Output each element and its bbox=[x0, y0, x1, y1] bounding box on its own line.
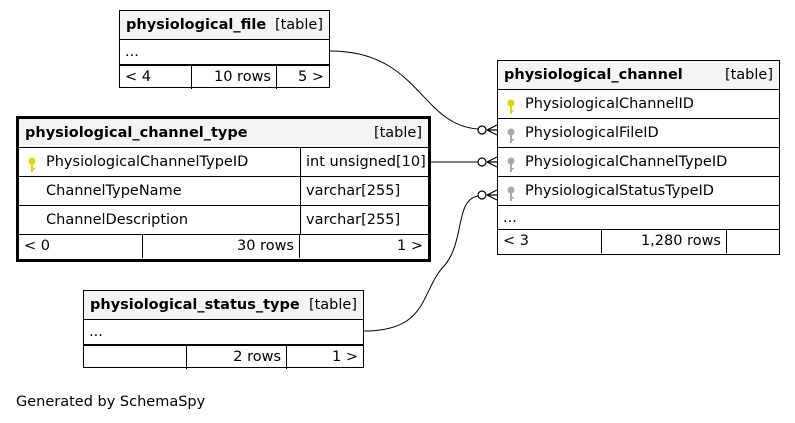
table-row: PhysiologicalChannelTypeID int unsigned[… bbox=[19, 148, 428, 177]
row-count: 2 rows bbox=[187, 346, 287, 369]
table-name: physiological_channel_type bbox=[25, 125, 248, 141]
table-physiological-status-type[interactable]: physiological_status_type [table] ... 2 … bbox=[83, 290, 364, 369]
table-tag: [table] bbox=[308, 297, 357, 313]
crowfoot-status bbox=[477, 189, 498, 201]
table-physiological-file[interactable]: physiological_file [table] ... < 4 10 ro… bbox=[119, 10, 330, 89]
primary-key-icon bbox=[27, 155, 37, 172]
relation-status-to-channel bbox=[363, 195, 479, 332]
next-link[interactable]: 1 > bbox=[332, 349, 358, 365]
table-footer: < 3 1,280 rows bbox=[498, 230, 779, 253]
prev-link[interactable]: < 4 bbox=[120, 66, 192, 89]
column-type: varchar[255] bbox=[300, 206, 428, 234]
table-row: ... bbox=[120, 40, 329, 65]
relation-file-to-channel bbox=[329, 50, 479, 130]
table-row: PhysiologicalStatusTypeID bbox=[498, 177, 779, 206]
primary-key-icon bbox=[506, 97, 516, 114]
table-row: ChannelDescription varchar[255] bbox=[19, 206, 428, 235]
next-link[interactable] bbox=[727, 230, 779, 253]
column-name: PhysiologicalFileID bbox=[525, 125, 659, 141]
prev-link[interactable]: < 3 bbox=[498, 230, 602, 253]
column-name: ChannelDescription bbox=[46, 212, 189, 228]
row-count: 30 rows bbox=[143, 235, 300, 258]
table-tag: [table] bbox=[274, 17, 323, 33]
table-physiological-channel-type[interactable]: physiological_channel_type [table] Physi… bbox=[16, 116, 431, 262]
table-row: PhysiologicalChannelID bbox=[498, 90, 779, 119]
crowfoot-type bbox=[477, 156, 498, 168]
column-name: PhysiologicalChannelTypeID bbox=[525, 154, 728, 170]
table-physiological-channel[interactable]: physiological_channel [table] Physiologi… bbox=[497, 60, 780, 255]
next-link[interactable]: 1 > bbox=[397, 238, 423, 254]
prev-link[interactable] bbox=[84, 346, 187, 369]
generated-by-label: Generated by SchemaSpy bbox=[16, 394, 206, 410]
foreign-key-icon bbox=[506, 155, 516, 172]
table-name: physiological_status_type bbox=[90, 297, 300, 313]
column-name: PhysiologicalChannelID bbox=[525, 96, 694, 112]
table-footer: 2 rows 1 > bbox=[84, 345, 363, 369]
table-name: physiological_file bbox=[126, 17, 267, 33]
next-link[interactable]: 5 > bbox=[298, 69, 324, 85]
column-type: varchar[255] bbox=[300, 177, 428, 205]
column-name: ChannelTypeName bbox=[46, 183, 182, 199]
foreign-key-icon bbox=[506, 184, 516, 201]
foreign-key-icon bbox=[506, 126, 516, 143]
row-count: 10 rows bbox=[192, 66, 277, 89]
column-type: int unsigned[10] bbox=[300, 148, 428, 176]
table-row: ... bbox=[84, 320, 363, 345]
column-name: PhysiologicalStatusTypeID bbox=[525, 183, 714, 199]
table-footer: < 0 30 rows 1 > bbox=[19, 235, 428, 258]
table-name: physiological_channel bbox=[504, 67, 683, 83]
crowfoot-file bbox=[477, 124, 498, 136]
row-count: 1,280 rows bbox=[602, 230, 727, 253]
table-tag: [table] bbox=[373, 125, 422, 141]
table-tag: [table] bbox=[724, 67, 773, 83]
table-footer: < 4 10 rows 5 > bbox=[120, 65, 329, 89]
prev-link[interactable]: < 0 bbox=[19, 235, 143, 258]
table-row: ChannelTypeName varchar[255] bbox=[19, 177, 428, 206]
table-row: PhysiologicalFileID bbox=[498, 119, 779, 148]
table-row: ... bbox=[498, 206, 779, 230]
column-name: PhysiologicalChannelTypeID bbox=[46, 154, 249, 170]
table-row: PhysiologicalChannelTypeID bbox=[498, 148, 779, 177]
